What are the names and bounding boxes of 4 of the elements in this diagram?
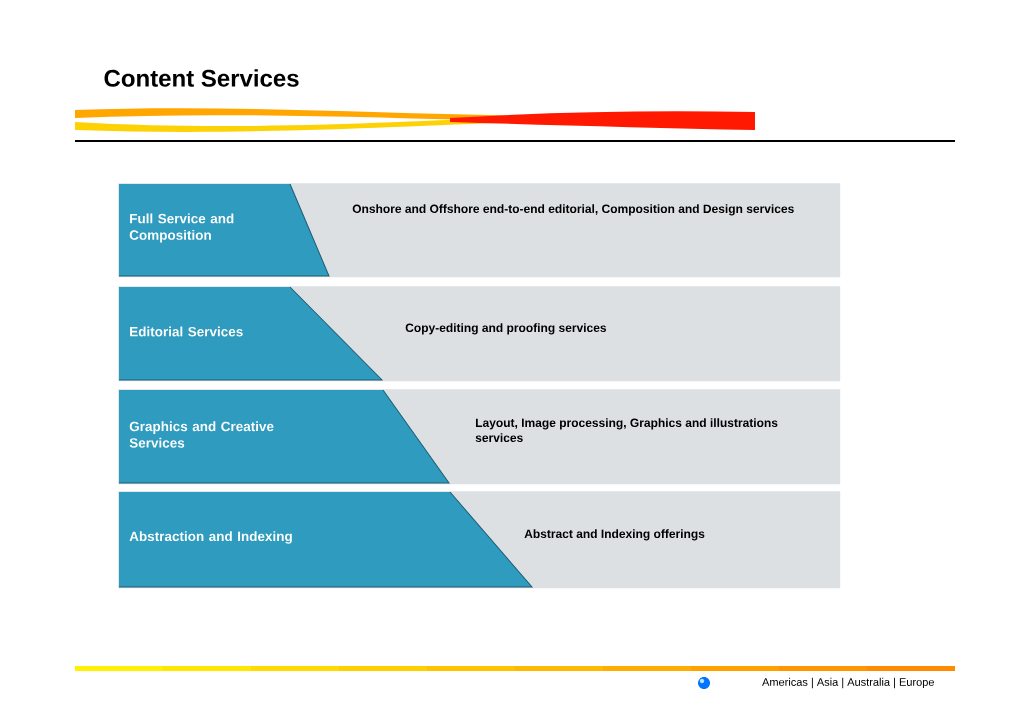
category-tab: Full Service and Composition: [118, 183, 330, 277]
category-tab: Editorial Services: [118, 286, 383, 381]
region-list: Americas | Asia | Australia | Europe: [762, 677, 934, 689]
title: Content Services: [104, 69, 299, 87]
